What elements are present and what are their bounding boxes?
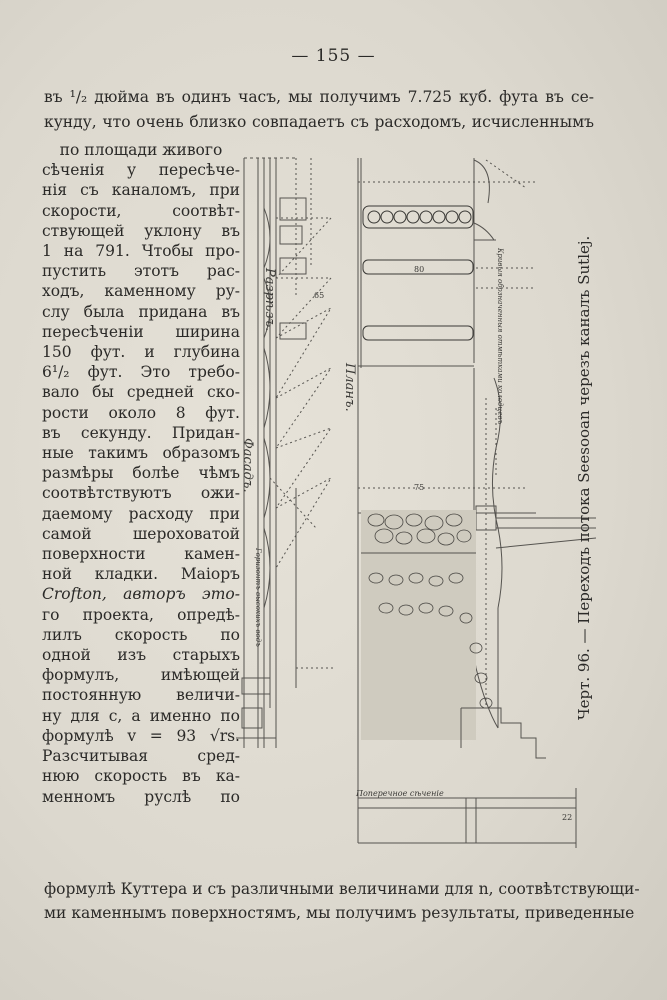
label-horizon: Горизонтъ высокихъ водъ <box>254 547 262 647</box>
label-dim-22: 22 <box>562 813 572 822</box>
column-line: скорости, соотвѣт- <box>42 201 240 220</box>
column-line: по площади живого <box>59 141 223 159</box>
column-line: формулѣ v = 93 √rs. <box>42 726 240 745</box>
column-line: нюю скорость въ ка- <box>42 767 240 786</box>
column-line: 1 на 791. Чтобы про- <box>42 242 240 261</box>
label-fasad: Фасадъ. <box>240 438 255 493</box>
column-line: одной изъ старыхъ <box>42 646 240 665</box>
page-number: — 155 — <box>291 46 376 66</box>
column-line: постоянную величи- <box>42 686 240 705</box>
column-line: пустить этотъ рас- <box>42 262 240 281</box>
label-dim-80: 80 <box>414 265 424 274</box>
column-line: сѣченія у пересѣче- <box>42 161 240 180</box>
column-line: соотвѣтствуютъ ожи- <box>42 484 240 503</box>
column-line: Crofton, авторъ это- <box>42 585 240 604</box>
text-column: по площади живого сѣченія у пересѣче- ні… <box>42 140 240 807</box>
column-line: ну для c, а именно по <box>42 706 240 725</box>
text-line-bottom-2: ми каменнымъ поверхностямъ, мы получимъ … <box>44 904 635 922</box>
column-line: нія съ каналомъ, при <box>42 181 240 200</box>
text-line-top-1: въ ¹/₂ дюйма въ одинъ часъ, мы получимъ … <box>44 88 594 106</box>
column-line: 150 фут. и глубина <box>42 343 240 362</box>
column-line: лилъ скорость по <box>42 625 240 644</box>
column-line: 6¹/₂ фут. Это требо- <box>42 363 240 382</box>
column-line: самой шероховатой <box>42 524 240 543</box>
column-line: рости около 8 фут. <box>42 403 240 422</box>
column-line: въ секунду. Придан- <box>42 423 240 442</box>
column-line: размѣры болѣе чѣмъ <box>42 464 240 483</box>
label-razrez: Разрѣзъ. <box>262 267 277 331</box>
column-line: ствующей уклону въ <box>42 221 240 240</box>
column-line: слу была придана въ <box>42 302 240 321</box>
column-line: го проекта, опредѣ- <box>42 605 240 624</box>
label-cross-section: Поперечное сѣченіе <box>355 789 444 798</box>
engineering-drawing: Разрѣзъ. Фасадъ. Планъ. Поперечное сѣчен… <box>236 157 596 848</box>
label-plan: Планъ. <box>342 362 357 412</box>
label-dim-65: 65 <box>314 291 324 300</box>
column-line: Разсчитывая сред- <box>42 747 240 766</box>
column-line: ной кладки. Маіоръ <box>42 565 240 584</box>
text-line-top-2: кунду, что очень близко совпадаетъ съ ра… <box>44 113 594 131</box>
text-line-bottom-1: формулѣ Куттера и съ различными величина… <box>44 880 640 898</box>
column-line: ные такимъ образомъ <box>42 444 240 463</box>
column-line: поверхности камен- <box>42 545 240 564</box>
column-line: ходъ, каменному ру- <box>42 282 240 301</box>
column-line: вало бы средней ско- <box>42 383 240 402</box>
label-dim-75: 75 <box>414 483 424 492</box>
column-line: даемому расходу при <box>42 504 240 523</box>
label-krivye: Кривыя обозначенныя отмѣтками колодцевъ <box>496 247 504 425</box>
figure-caption: Черт. 96. — Переходъ потока Seesooan чер… <box>575 235 593 720</box>
column-line: менномъ руслѣ по <box>42 787 240 806</box>
column-line: пересѣченіи ширина <box>42 322 240 341</box>
column-line: формулъ, имѣющей <box>42 666 240 685</box>
